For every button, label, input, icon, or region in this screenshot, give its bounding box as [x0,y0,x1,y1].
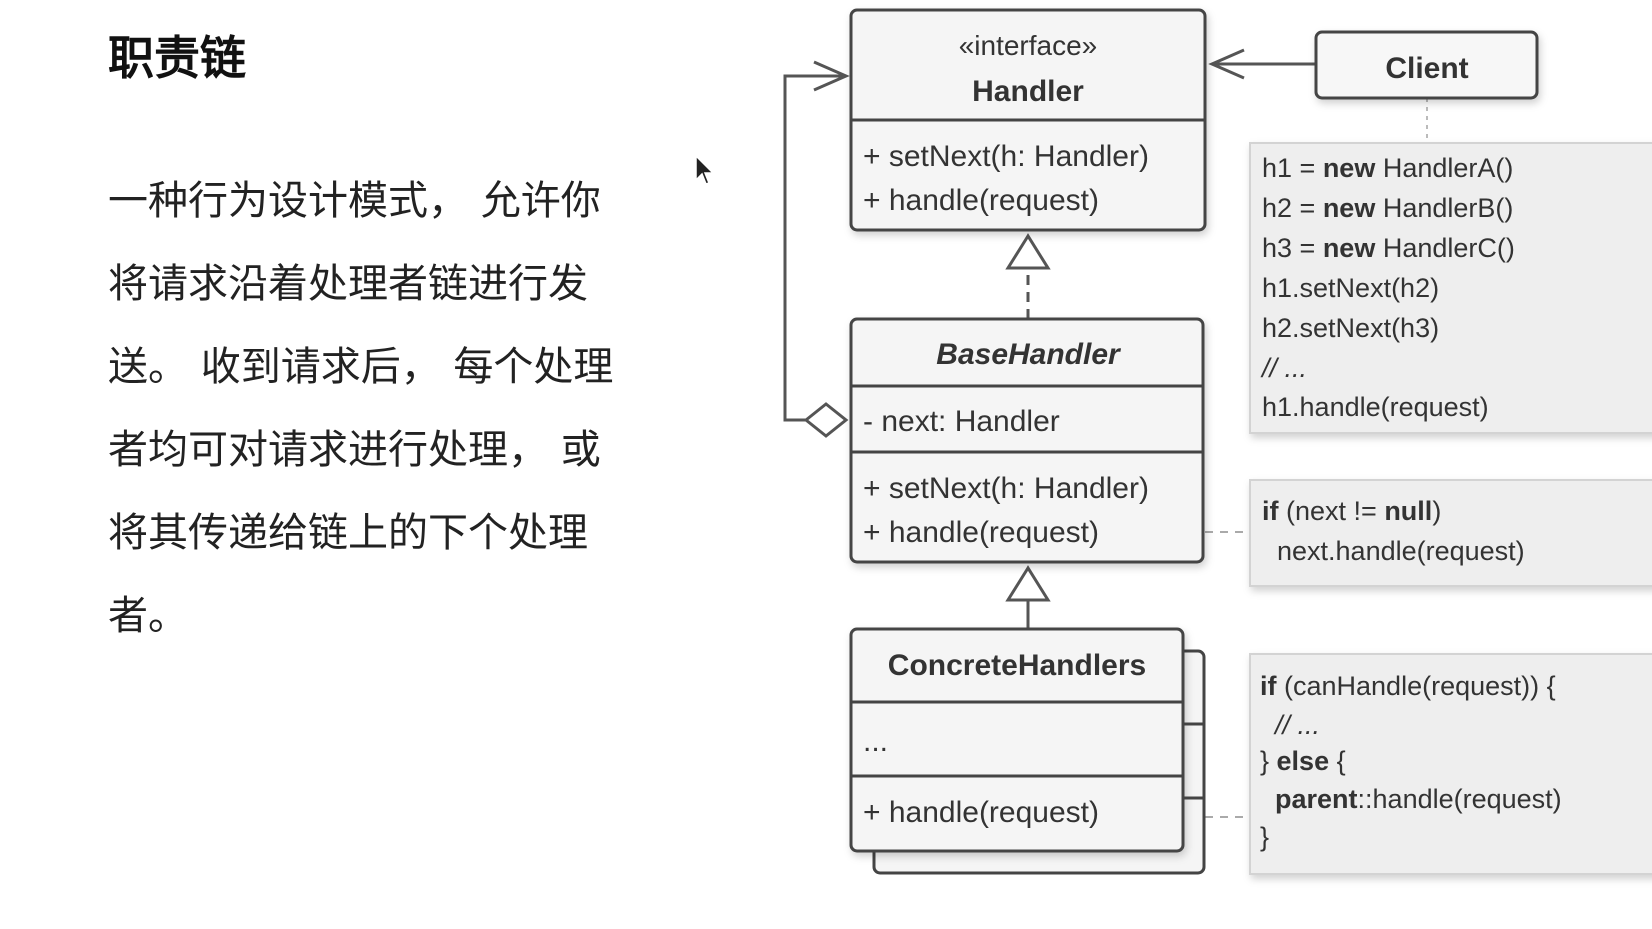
connectors [783,48,1428,825]
base-code-line: next.handle(request) [1262,536,1525,566]
base-handler-method: + setNext(h: Handler) [863,472,1149,505]
handler-stereotype: «interface» [959,30,1098,61]
aggregation-line [783,74,846,422]
concrete-handlers-box: ConcreteHandlers ... + handle(request) [849,627,1206,875]
client-code-line: h3 = new HandlerC() [1262,233,1515,263]
note-concrete-code: if (canHandle(request)) { // ... } else … [1249,653,1652,875]
client-box: Client [1314,30,1539,100]
inheritance-triangle-icon [1005,565,1051,602]
handler-name: Handler [972,75,1084,108]
handler-box: «interface» Handler + setNext(h: Handler… [849,8,1207,232]
description-line: 将请求沿着处理者链进行发 [108,261,588,307]
page-title: 职责链 [108,31,246,85]
client-name: Client [1385,52,1468,85]
description-line: 者均可对请求进行处理， 或 [108,427,601,473]
client-code-line: h1 = new HandlerA() [1262,153,1513,183]
description-line: 送。 收到请求后， 每个处理 [108,344,614,390]
concrete-handlers-field: ... [863,725,888,758]
client-code-comment: // ... [1260,353,1307,383]
base-handler-name: BaseHandler [936,338,1122,371]
description-line: 将其传递给链上的下个处理 [108,510,588,556]
concrete-handlers-method: + handle(request) [863,796,1099,829]
concrete-code-line: if (canHandle(request)) { [1260,671,1556,701]
note-client-code: h1 = new HandlerA() h2 = new HandlerB() … [1249,142,1652,434]
concrete-code-line: parent::handle(request) [1260,784,1562,814]
concrete-code-line: } else { [1260,746,1346,776]
concrete-code-comment: // ... [1260,710,1320,740]
base-code-line: if (next != null) [1262,496,1441,526]
client-code-line: h1.handle(request) [1262,392,1489,422]
client-code-line: h2.setNext(h3) [1262,313,1439,343]
client-code-line: h2 = new HandlerB() [1262,193,1513,223]
concrete-code-line: } [1260,822,1269,852]
client-code-line: h1.setNext(h2) [1262,273,1439,303]
arrowhead-icon [1208,48,1245,80]
note-base-code: if (next != null) next.handle(request) [1249,479,1652,587]
mouse-pointer-icon [695,154,714,185]
description-line: 一种行为设计模式， 允许你 [108,178,601,224]
handler-method: + handle(request) [863,184,1099,217]
concrete-handlers-name: ConcreteHandlers [888,649,1146,682]
base-handler-field: - next: Handler [863,405,1060,438]
base-handler-method: + handle(request) [863,516,1099,549]
aggregation-diamond-icon [803,402,849,438]
description: 一种行为设计模式， 允许你 将请求沿着处理者链进行发 送。 收到请求后， 每个处… [108,160,708,658]
arrowhead-icon [813,60,850,92]
realization-triangle-icon [1005,233,1051,270]
description-line: 者。 [108,593,188,639]
base-handler-box: BaseHandler - next: Handler + setNext(h:… [849,317,1205,564]
handler-method: + setNext(h: Handler) [863,140,1149,173]
